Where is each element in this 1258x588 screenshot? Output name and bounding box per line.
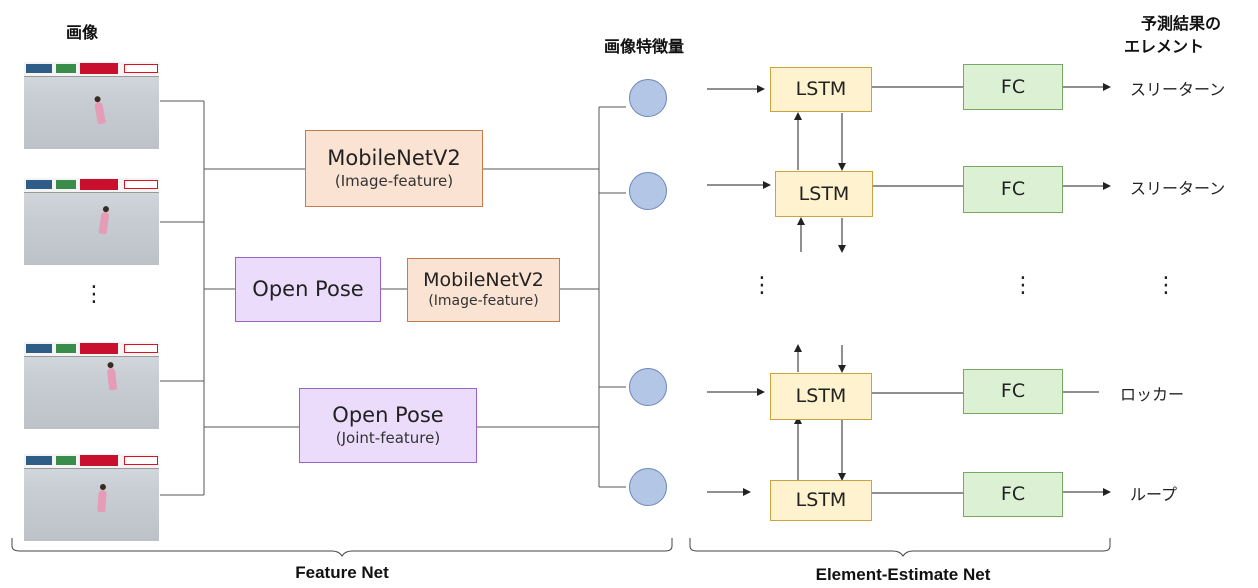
fc-layer-1: FC <box>963 64 1063 110</box>
openpose-middle-title: Open Pose <box>252 276 364 301</box>
openpose-bottom-subtitle: (Joint-feature) <box>335 429 441 448</box>
fc-layer-3: FC <box>963 369 1063 414</box>
feature-node-1 <box>629 79 667 117</box>
mobilenet-top-title: MobileNetV2 <box>327 146 461 171</box>
fc-ellipsis: ⋮ <box>1012 273 1034 298</box>
feature-node-2 <box>629 172 667 210</box>
lstm-cell-3: LSTM <box>770 373 872 420</box>
mobilenet-middle-subtitle: (Image-feature) <box>428 293 539 310</box>
mobilenet-image-feature-box-middle: MobileNetV2 (Image-feature) <box>407 258 560 322</box>
lstm-cell-1: LSTM <box>770 67 872 112</box>
features-column-header: 画像特徴量 <box>604 37 685 56</box>
mobilenet-middle-title: MobileNetV2 <box>423 269 544 292</box>
lstm-ellipsis: ⋮ <box>751 273 773 298</box>
feature-node-4 <box>629 468 667 506</box>
fc-layer-2: FC <box>963 166 1063 213</box>
result-header-line1: 予測結果の <box>1141 14 1222 33</box>
output-element-1: スリーターン <box>1130 80 1226 99</box>
fc-layer-4: FC <box>963 472 1063 517</box>
image-ellipsis: ⋮ <box>83 282 105 307</box>
skating-image-2 <box>24 178 159 265</box>
openpose-bottom-title: Open Pose <box>332 403 444 428</box>
result-header-line2: エレメント <box>1124 37 1205 56</box>
image-column-header: 画像 <box>66 23 99 42</box>
feature-net-label: Feature Net <box>295 563 389 582</box>
mobilenet-top-subtitle: (Image-feature) <box>334 172 454 191</box>
mobilenet-image-feature-box-top: MobileNetV2 (Image-feature) <box>305 130 483 207</box>
feature-node-3 <box>629 368 667 406</box>
skating-image-4 <box>24 454 159 541</box>
openpose-joint-feature-box: Open Pose (Joint-feature) <box>299 388 477 463</box>
output-ellipsis: ⋮ <box>1155 273 1177 298</box>
output-element-3: ロッカー <box>1120 385 1185 404</box>
output-element-2: スリーターン <box>1130 179 1226 198</box>
output-element-4: ループ <box>1130 485 1178 504</box>
lstm-cell-2: LSTM <box>775 171 873 217</box>
skating-image-3 <box>24 342 159 429</box>
openpose-box-middle: Open Pose <box>235 257 381 322</box>
lstm-cell-4: LSTM <box>770 480 872 521</box>
skating-image-1 <box>24 62 159 149</box>
element-estimate-net-label: Element-Estimate Net <box>815 565 991 584</box>
